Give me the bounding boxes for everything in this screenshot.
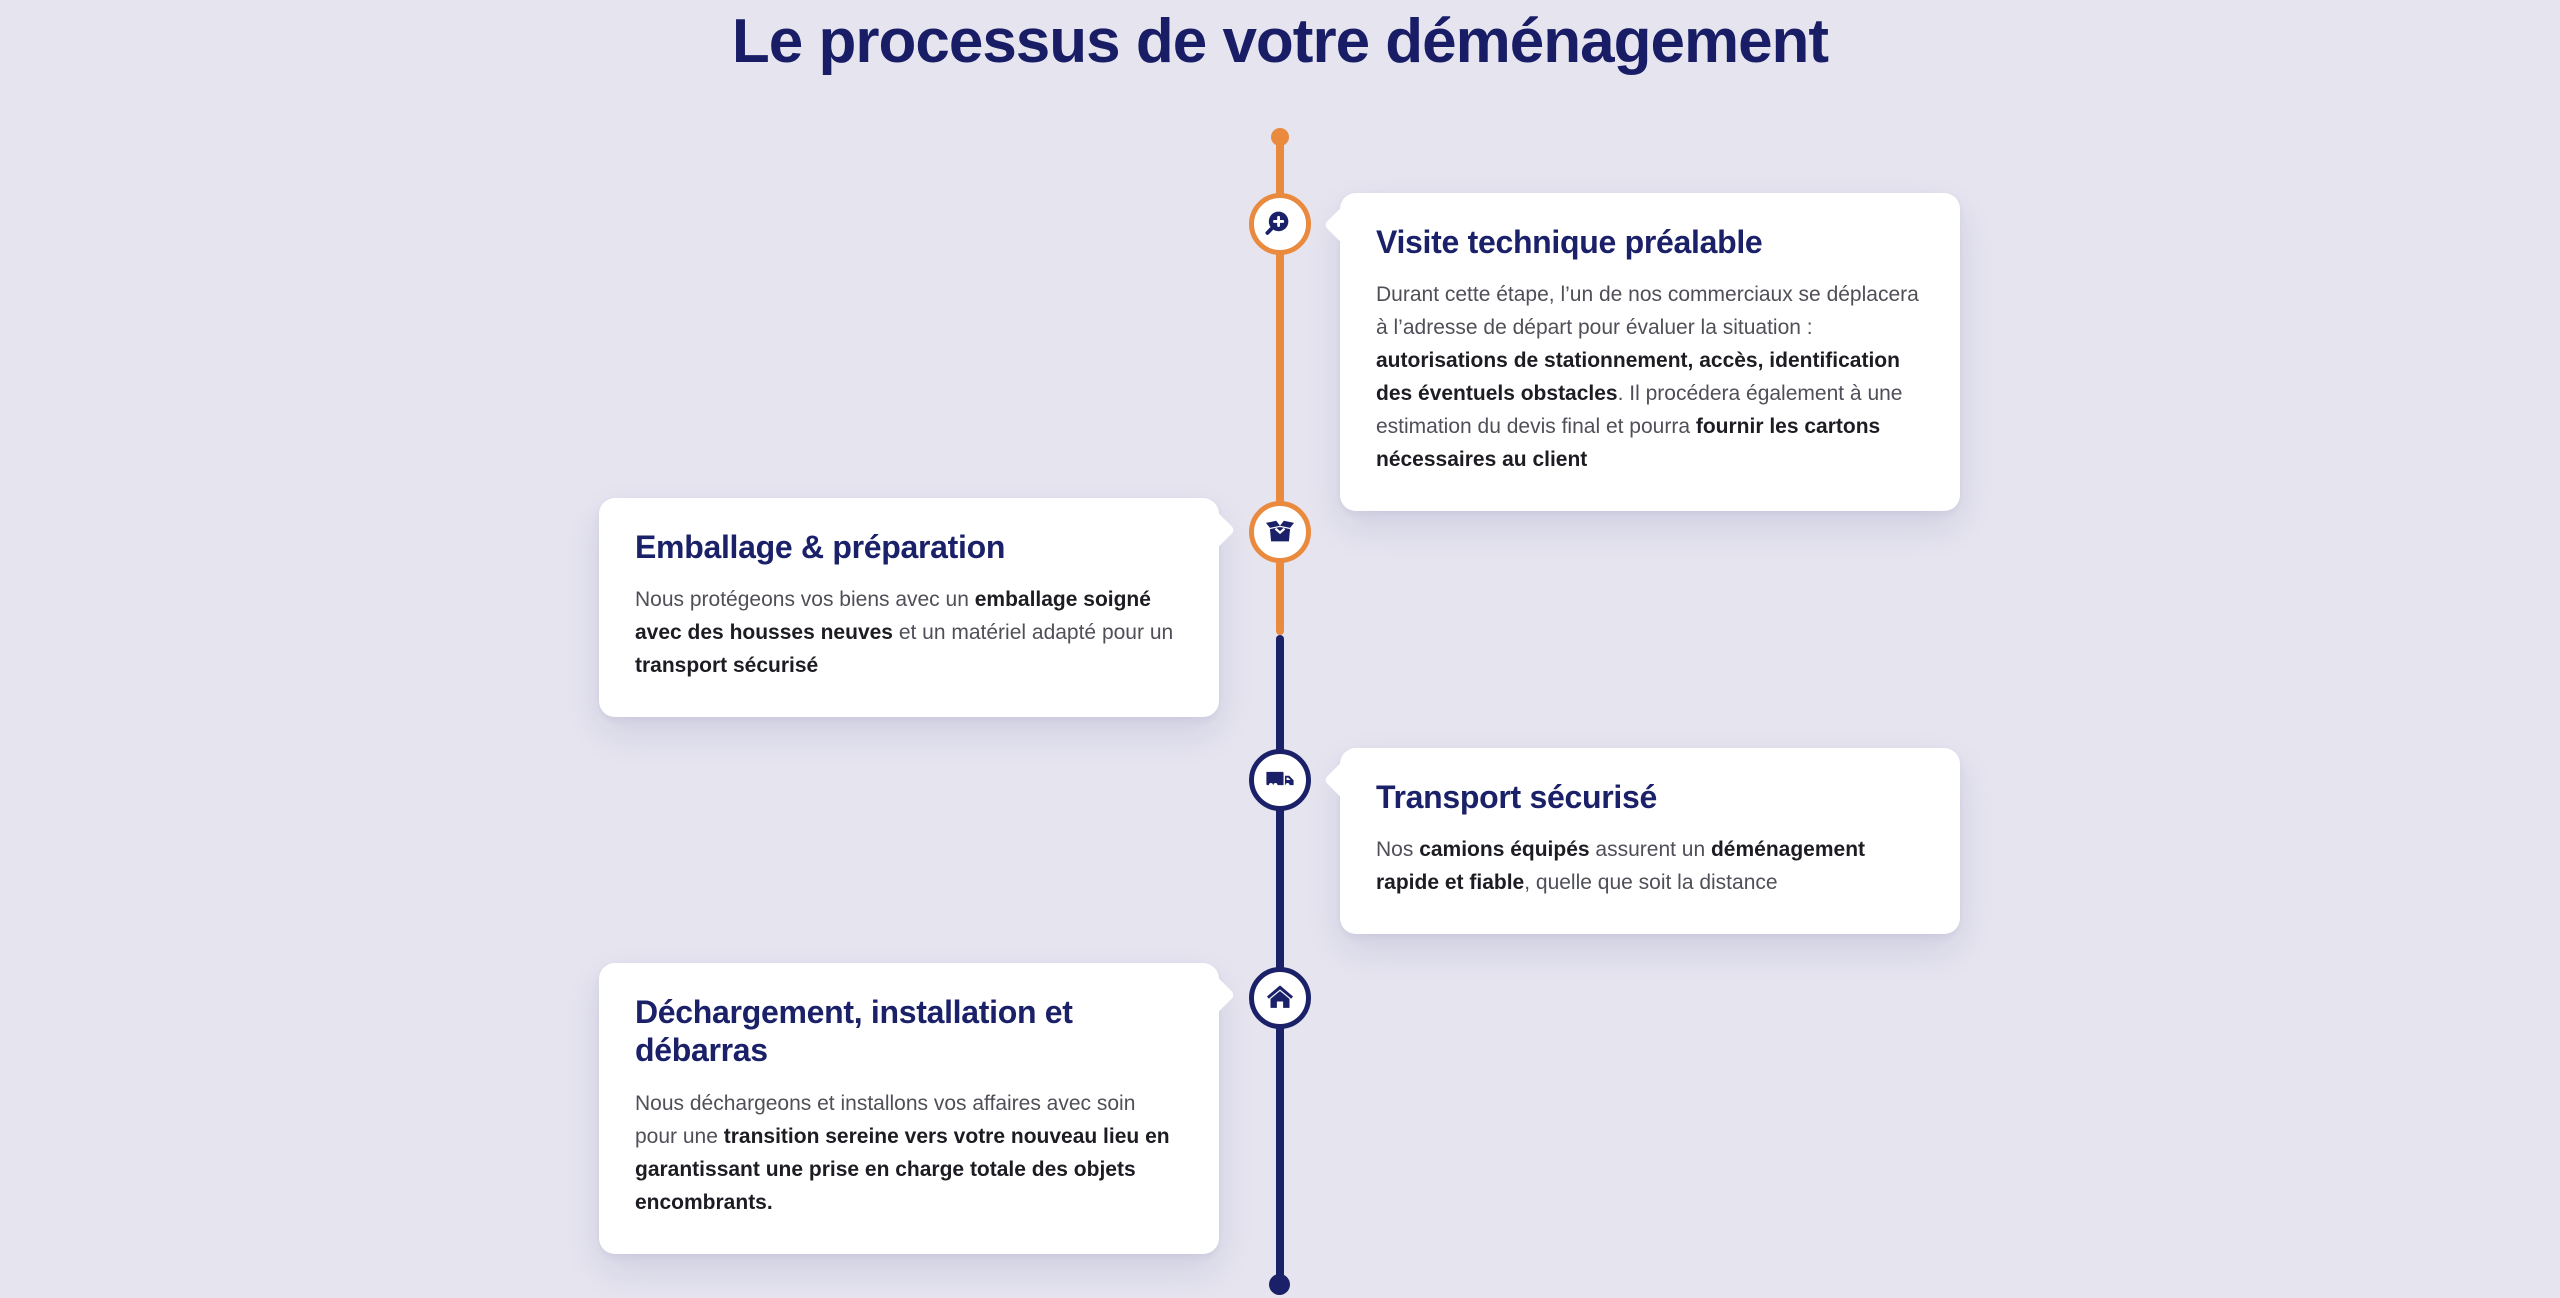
zoom-in-icon (1265, 211, 1289, 235)
timeline-node-step-3 (1249, 749, 1311, 811)
card-pointer (1198, 511, 1236, 549)
step-description: Nos camions équipés assurent un déménage… (1376, 838, 1866, 895)
step-card-dechargement: Déchargement, installation et débarras N… (599, 963, 1236, 1254)
step-title: Emballage & préparation (635, 529, 1006, 565)
step-card-transport: Transport sécurisé Nos camions équipés a… (1323, 748, 1960, 935)
open-box-icon (1265, 520, 1295, 542)
step-description: Nous déchargeons et installons vos affai… (635, 1091, 1170, 1214)
timeline-line-upper (1276, 137, 1284, 635)
timeline-start-dot (1271, 128, 1289, 146)
card-pointer (1323, 206, 1361, 244)
step-card-emballage: Emballage & préparation Nous protégeons … (599, 498, 1236, 718)
timeline-line-lower (1276, 635, 1284, 1285)
timeline-node-step-4 (1249, 967, 1311, 1029)
card-pointer (1323, 761, 1361, 799)
step-title: Transport sécurisé (1376, 779, 1657, 815)
timeline-node-step-2 (1249, 501, 1311, 563)
step-description: Durant cette étape, l’un de nos commerci… (1376, 283, 1919, 472)
step-description: Nous protégeons vos biens avec un emball… (635, 588, 1174, 678)
page-title: Le processus de votre déménagement (731, 7, 1829, 76)
step-title: Déchargement, installation et débarras (635, 994, 1073, 1069)
home-icon (1266, 985, 1294, 1008)
timeline-end-dot (1269, 1274, 1290, 1295)
truck-icon (1266, 771, 1294, 788)
card-pointer (1198, 976, 1236, 1014)
step-title: Visite technique préalable (1376, 224, 1763, 260)
timeline-node-step-1 (1249, 193, 1311, 255)
step-card-visite-technique: Visite technique préalable Durant cette … (1323, 193, 1960, 512)
